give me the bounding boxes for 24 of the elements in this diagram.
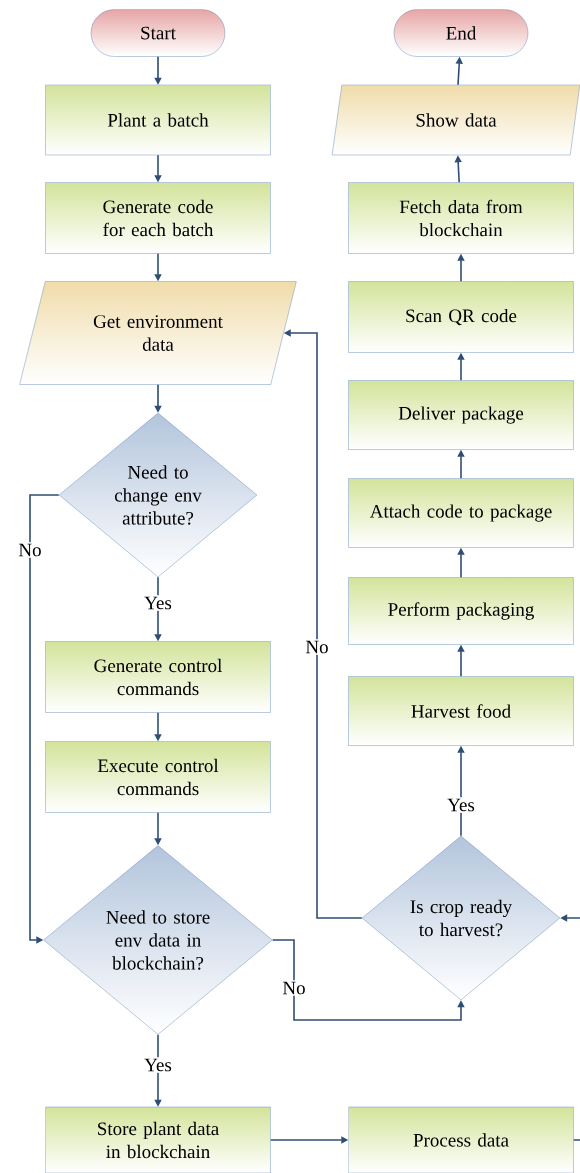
terminal-box: End [393, 9, 529, 57]
arrow [29, 494, 60, 944]
process-box: Attach code to package [348, 478, 574, 548]
edge-label: No [303, 639, 331, 655]
process-box: Plant a batch [45, 84, 271, 156]
edge-label: Yes [142, 595, 174, 611]
edge-label: No [16, 542, 44, 558]
process-box: Deliver package [348, 380, 574, 450]
data-parallelogram: Get environment data [19, 281, 297, 385]
process-box: Scan QR code [348, 281, 574, 353]
process-box: Process data [348, 1106, 574, 1173]
process-box: Execute control commands [45, 741, 271, 813]
process-box: Harvest food [348, 676, 574, 746]
process-box: Store plant data in blockchain [45, 1106, 271, 1173]
process-box: Generate code for each batch [45, 182, 271, 254]
process-box: Fetch data from blockchain [348, 182, 574, 254]
data-parallelogram: Show data [331, 84, 580, 156]
arrow [271, 939, 465, 1021]
edge-label: Yes [142, 1057, 174, 1073]
edge-label: No [280, 980, 308, 996]
terminal-box: Start [90, 9, 226, 57]
process-box: Generate control commands [45, 641, 271, 713]
edge-label: Yes [445, 797, 477, 813]
process-box: Perform packaging [348, 577, 574, 645]
